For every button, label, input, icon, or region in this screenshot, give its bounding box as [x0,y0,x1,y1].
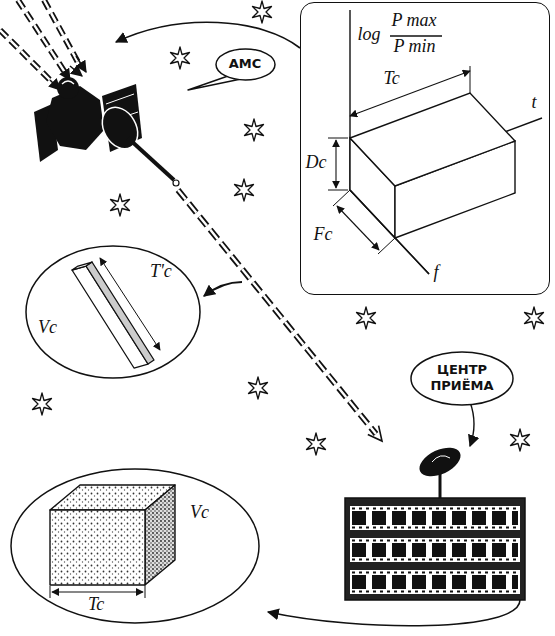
receiving-station [268,402,525,626]
stars [307,433,326,455]
bar-figure [72,266,148,368]
incoming-rays [18,0,66,74]
receiving-station [470,402,474,446]
volume-cube [145,485,175,585]
volume-label: Vc [190,503,209,522]
receiving-station [345,498,525,600]
downlink [368,426,382,441]
signal-chart [506,118,542,132]
stars [111,194,130,216]
axis-label: f [433,263,438,282]
volume-label: Vc [38,318,57,337]
satellite [173,180,179,186]
receiving-station [432,456,450,462]
callout-label: ЦЕНТР ПРИЁМА [430,362,493,393]
volume-cube [50,510,145,585]
incoming-rays [18,0,70,80]
receiving-station [352,509,518,592]
signal-chart [378,238,395,254]
incoming-rays [0,30,54,84]
incoming-rays [44,0,80,66]
axis-label: log [357,25,380,44]
stars [253,1,272,23]
stars [511,429,530,451]
satellite [34,77,179,186]
incoming-rays [44,0,80,66]
incoming-rays [0,30,54,84]
axis-label: P min [393,37,435,56]
bubble-outline [411,352,513,405]
signal-chart [333,190,350,206]
satellite [57,77,79,99]
incoming-rays [18,0,66,74]
signal-chart [350,71,470,116]
callout-bubble: ЦЕНТР ПРИЁМА [410,351,514,406]
receiving-station [415,442,465,482]
dimension-label: Fc [313,225,332,244]
satellite [62,81,74,84]
stars [249,377,268,399]
signal-chart [470,66,471,93]
downlink [178,190,382,441]
satellite [128,138,174,180]
signal-chart [335,140,336,188]
downlink [204,282,242,296]
bar-figure [72,258,160,368]
stars [235,179,254,201]
panel-arrow [116,22,300,48]
ellipse-outline [10,468,260,624]
bubble-outline [216,49,275,80]
panel-arrow [116,22,300,48]
volume-cube [50,586,51,598]
ellipse-outline [11,469,259,623]
signal-chart [328,10,542,274]
detail-ellipse: VcTc [10,468,260,624]
stars [33,1,544,455]
bar-figure [86,262,154,364]
dimension-label: T'c [150,262,172,281]
stars [525,307,544,329]
volume-cube [50,485,175,598]
stars [245,119,264,141]
callout-bubble: АМС [215,48,276,81]
incoming-rays [70,66,82,76]
ellipse-outline [25,245,201,379]
detail-ellipse: T'cVc [25,245,201,379]
downlink [178,190,376,434]
receiving-station [268,600,520,626]
ellipse-outline [26,246,200,378]
volume-cube [52,591,143,592]
dimension-label: Tc [88,595,104,614]
stars [357,307,376,329]
incoming-rays [76,56,86,72]
callout-label: АМС [229,56,262,72]
bar-figure [72,262,92,270]
volume-cube [145,586,146,598]
axis-label: t [531,93,536,112]
dimension-label: Dc [305,153,326,172]
signal-chart [328,190,348,191]
signal-chart [328,138,348,139]
axis-label: P max [391,11,436,30]
dimension-label: Tc [383,69,399,88]
stars [171,47,190,69]
signal-chart [337,206,379,250]
stars [33,393,52,415]
downlink [178,190,376,434]
incoming-rays [0,0,86,90]
chart-panel: log P max P minTc tDcFc f [300,2,550,295]
